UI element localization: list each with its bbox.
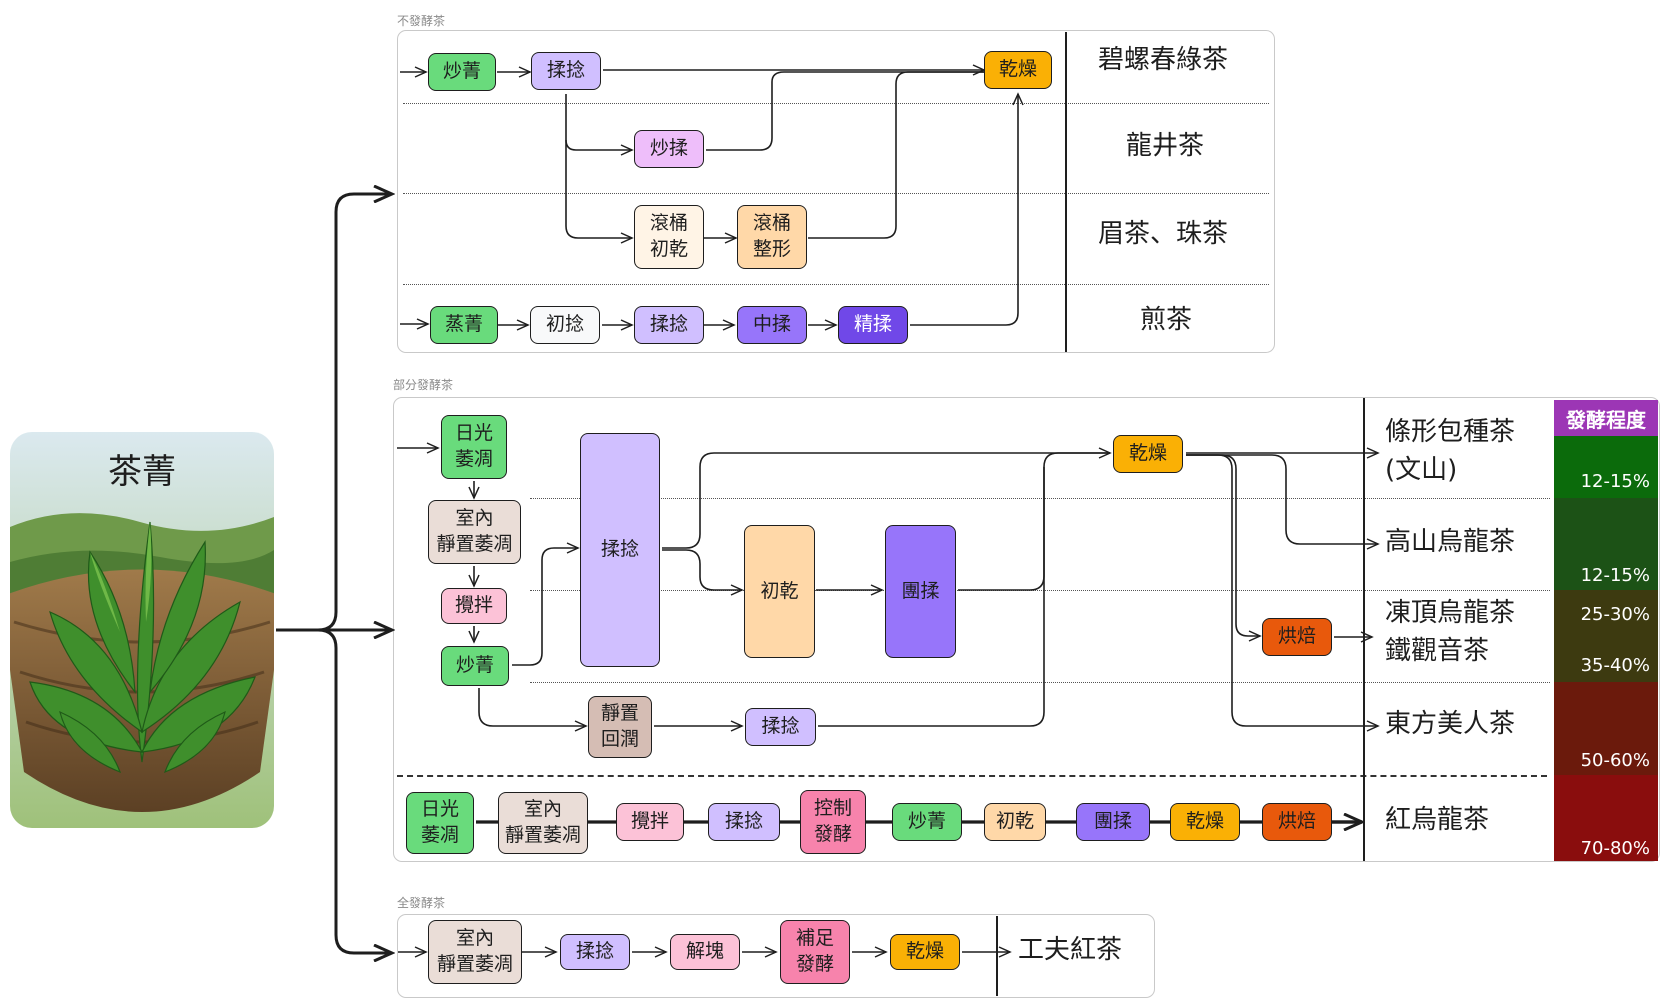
fermentation-band: 25-30% 35-40% — [1554, 590, 1658, 682]
chain-drying: 乾燥 — [1170, 803, 1240, 841]
chain-tossing: 攪拌 — [616, 803, 684, 841]
fermentation-level: 12-15% — [1580, 565, 1650, 586]
chain-initial-dry: 初乾 — [984, 803, 1046, 841]
node-indoor-wither: 室內 靜置萎凋 — [428, 500, 521, 564]
node-steaming: 蒸菁 — [430, 306, 498, 344]
full-title: 全發酵茶 — [397, 896, 446, 910]
full-breaking: 解塊 — [670, 934, 740, 970]
node-initial-roll: 初捻 — [530, 306, 600, 344]
full-indoor-wither: 室內 靜置萎凋 — [428, 920, 522, 984]
node-sun-wither: 日光 萎凋 — [441, 415, 507, 479]
full-rolling: 揉捻 — [560, 934, 630, 970]
node-roasting: 烘焙 — [1262, 618, 1332, 656]
fermentation-level: 70-80% — [1580, 838, 1650, 859]
row-divider — [530, 590, 1550, 591]
fermentation-band: 70-80% — [1554, 775, 1658, 861]
node-rolling: 揉捻 — [745, 708, 816, 746]
row-divider — [530, 682, 1550, 683]
chain-controlled-ferment: 控制 發酵 — [800, 790, 866, 854]
node-initial-dry: 初乾 — [744, 525, 815, 658]
chain-divider — [397, 775, 1547, 777]
row-divider — [530, 498, 1550, 499]
node-stir-fry: 炒菁 — [441, 646, 509, 686]
tea-leaves-card: 茶菁 — [10, 432, 274, 828]
node-drying: 乾燥 — [984, 51, 1052, 89]
result-oriental-beauty: 東方美人茶 — [1385, 709, 1516, 739]
node-ball-roll: 團揉 — [885, 525, 956, 658]
result-separator — [1065, 32, 1067, 352]
result-dongding-tieguanyin: 凍頂烏龍茶 鐵觀音茶 — [1385, 598, 1516, 666]
result-sencha: 煎茶 — [1140, 305, 1193, 335]
fermentation-band: 50-60% — [1554, 682, 1658, 775]
full-complete-ferment: 補足 發酵 — [780, 920, 850, 984]
tea-leaves-basket-icon — [10, 432, 274, 828]
fermentation-band: 12-15% — [1554, 436, 1658, 498]
node-drum-initial-dry: 滾桶 初乾 — [634, 205, 704, 269]
fermentation-level: 25-30% — [1580, 604, 1650, 625]
node-tossing: 攪拌 — [441, 588, 507, 624]
result-high-mountain: 高山烏龍茶 — [1385, 527, 1516, 557]
chain-rolling: 揉捻 — [708, 803, 780, 841]
chain-ball-roll: 團揉 — [1076, 803, 1150, 841]
fermentation-level: 12-15% — [1580, 471, 1650, 492]
fermentation-level: 35-40% — [1580, 655, 1650, 676]
node-rolling: 揉捻 — [531, 52, 601, 90]
node-rolling: 揉捻 — [634, 306, 704, 344]
node-drum-shaping: 滾桶 整形 — [737, 205, 807, 269]
node-fine-roll: 精揉 — [838, 306, 908, 344]
node-pan-roll: 炒揉 — [634, 130, 704, 168]
fermentation-header: 發酵程度 — [1554, 400, 1658, 436]
node-rest-remoisten: 靜置 回潤 — [588, 696, 652, 758]
node-middle-roll: 中揉 — [737, 306, 807, 344]
row-divider — [403, 193, 1269, 194]
node-rolling: 揉捻 — [580, 433, 660, 667]
chain-sun-wither: 日光 萎凋 — [406, 792, 474, 854]
result-separator — [1363, 398, 1365, 861]
fermentation-band: 12-15% — [1554, 498, 1658, 590]
result-red-oolong: 紅烏龍茶 — [1385, 805, 1490, 835]
fermentation-level: 50-60% — [1580, 750, 1650, 771]
partial-title: 部分發酵茶 — [393, 378, 454, 392]
unfermented-frame — [397, 30, 1275, 353]
chain-indoor-wither: 室內 靜置萎凋 — [498, 792, 588, 854]
result-biluochun: 碧螺春綠茶 — [1098, 45, 1229, 75]
result-gongfu-black: 工夫紅茶 — [1018, 935, 1123, 965]
row-divider — [403, 103, 1269, 104]
row-divider — [403, 284, 1269, 285]
chain-stir-fry: 炒菁 — [892, 803, 962, 841]
result-mei-zhu: 眉茶、珠茶 — [1098, 219, 1229, 249]
node-drying: 乾燥 — [1113, 435, 1183, 473]
source-label: 茶菁 — [108, 452, 176, 492]
chain-roasting: 烘焙 — [1262, 803, 1332, 841]
unfermented-title: 不發酵茶 — [397, 14, 446, 28]
result-separator — [996, 916, 998, 996]
full-drying: 乾燥 — [890, 934, 960, 970]
result-longjing: 龍井茶 — [1126, 131, 1205, 161]
node-stir-fry: 炒菁 — [428, 53, 496, 91]
result-pouchong: 條形包種茶 (文山) — [1385, 417, 1516, 485]
